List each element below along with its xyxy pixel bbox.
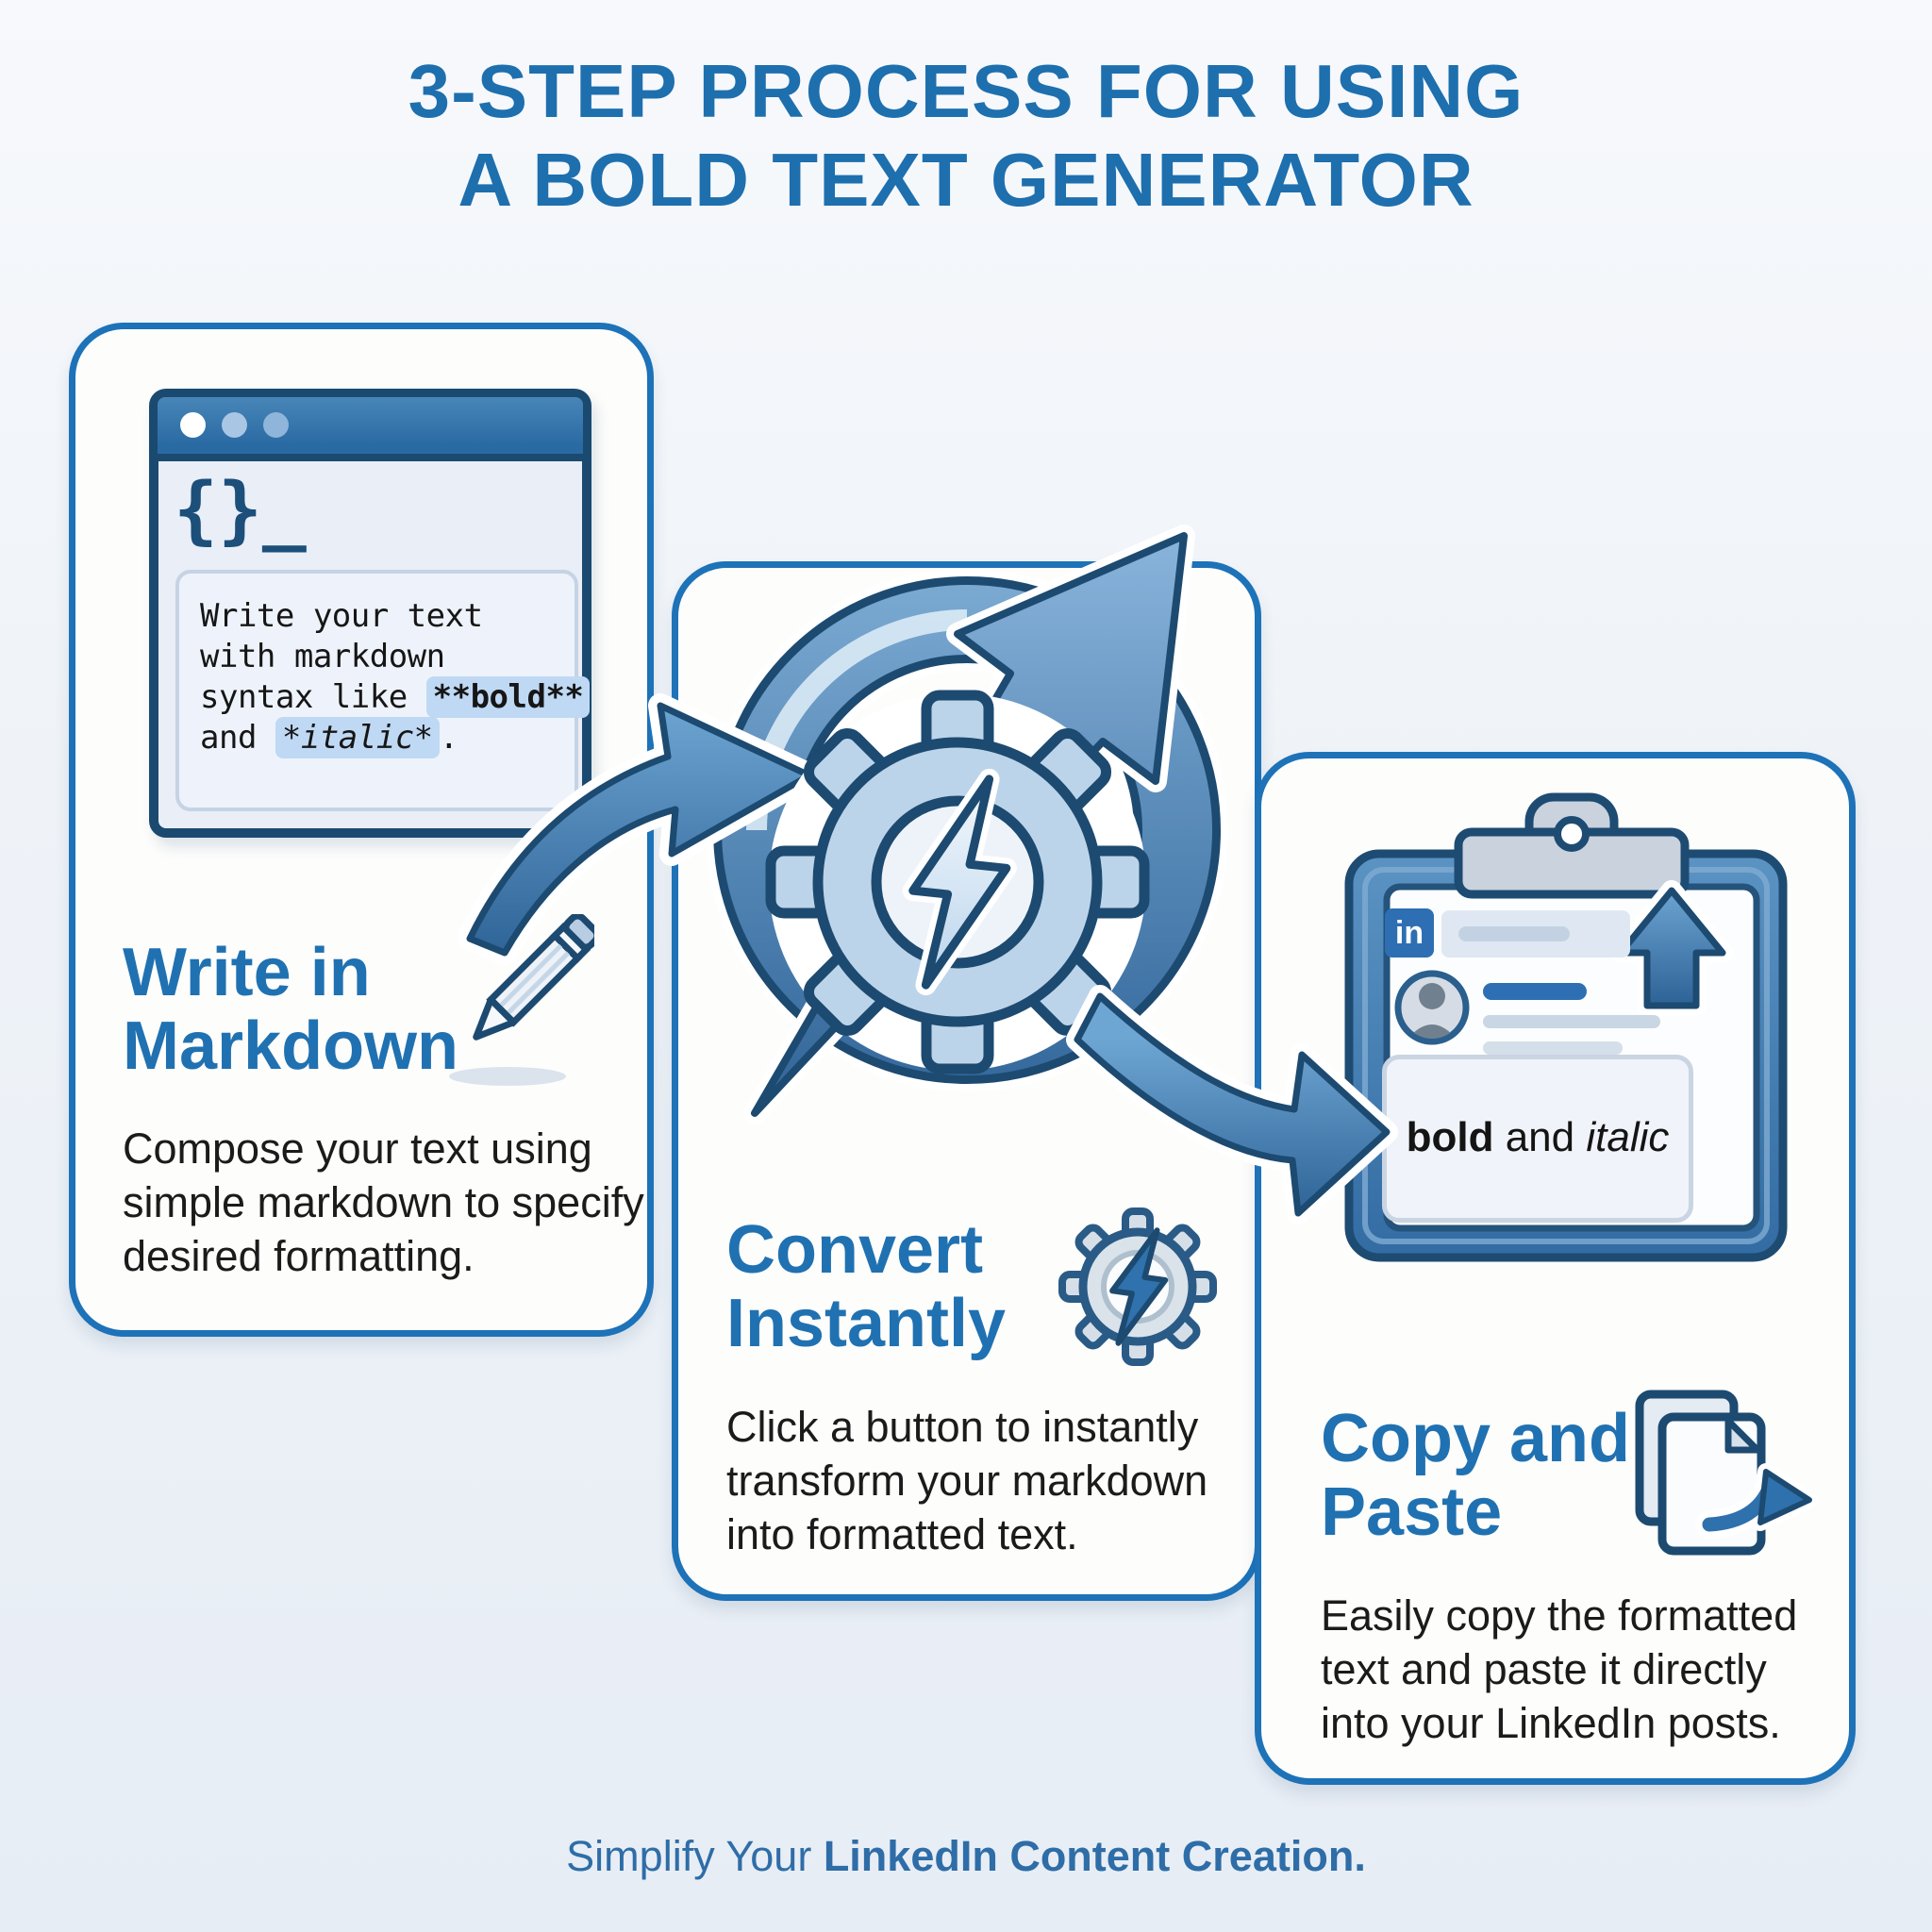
window-dot-icon — [180, 412, 206, 438]
step-card-write-in-markdown: {}_ Write your text with markdown syntax… — [69, 323, 654, 1337]
step-description: Compose your text using simple markdown … — [123, 1124, 644, 1280]
editor-titlebar — [158, 397, 583, 461]
clipboard-clip — [1454, 792, 1690, 899]
step-heading-write-in-markdown: Write in Markdown — [123, 935, 459, 1084]
post-header-placeholder — [1441, 910, 1630, 958]
window-dot-icon — [222, 412, 247, 438]
markdown-bold-highlight: **bold** — [425, 676, 591, 718]
code-line: syntax like **bold** — [200, 676, 591, 718]
step-heading-copy-and-paste: Copy and Paste — [1321, 1401, 1631, 1550]
step-heading-convert-instantly: Convert Instantly — [726, 1212, 1007, 1361]
window-dot-icon — [263, 412, 289, 438]
share-arrow-icon — [1695, 1463, 1818, 1539]
footer-tagline: Simplify Your LinkedIn Content Creation. — [566, 1832, 1366, 1880]
step-description: Click a button to instantly transform yo… — [726, 1403, 1208, 1558]
markdown-text-area[interactable]: Write your text with markdown syntax lik… — [175, 570, 591, 811]
linkedin-icon: in — [1385, 908, 1434, 958]
step-card-copy-and-paste: in bold and italic Copy and Paste Easily… — [1255, 752, 1856, 1785]
code-editor-window: {}_ Write your text with markdown syntax… — [149, 389, 591, 838]
preview-bold-word: bold — [1406, 1114, 1494, 1160]
code-line: Write your text — [200, 597, 483, 635]
preview-italic-word: italic — [1586, 1114, 1670, 1160]
formatted-text-preview: bold and italic — [1382, 1055, 1693, 1223]
code-line: and *italic*. — [200, 717, 458, 758]
step-card-convert-instantly: Convert Instantly — [672, 561, 1261, 1601]
copy-pages-icon — [1635, 1390, 1818, 1556]
avatar-icon — [1394, 970, 1470, 1045]
gear-lightning-icon — [1058, 1208, 1217, 1366]
placeholder-bar — [1483, 1041, 1623, 1055]
code-braces-icon: {}_ — [174, 468, 307, 553]
placeholder-bar — [1483, 1015, 1660, 1028]
markdown-italic-highlight: *italic* — [275, 717, 440, 758]
placeholder-bar — [1458, 926, 1570, 941]
placeholder-bar-blue — [1483, 983, 1587, 1000]
pencil-icon — [449, 914, 594, 1086]
code-line: with markdown — [200, 638, 445, 675]
step-description: Easily copy the formatted text and paste… — [1321, 1591, 1798, 1747]
lightning-icon — [1109, 1227, 1169, 1346]
page-title: 3-STEP PROCESS FOR USING A BOLD TEXT GEN… — [408, 49, 1524, 222]
